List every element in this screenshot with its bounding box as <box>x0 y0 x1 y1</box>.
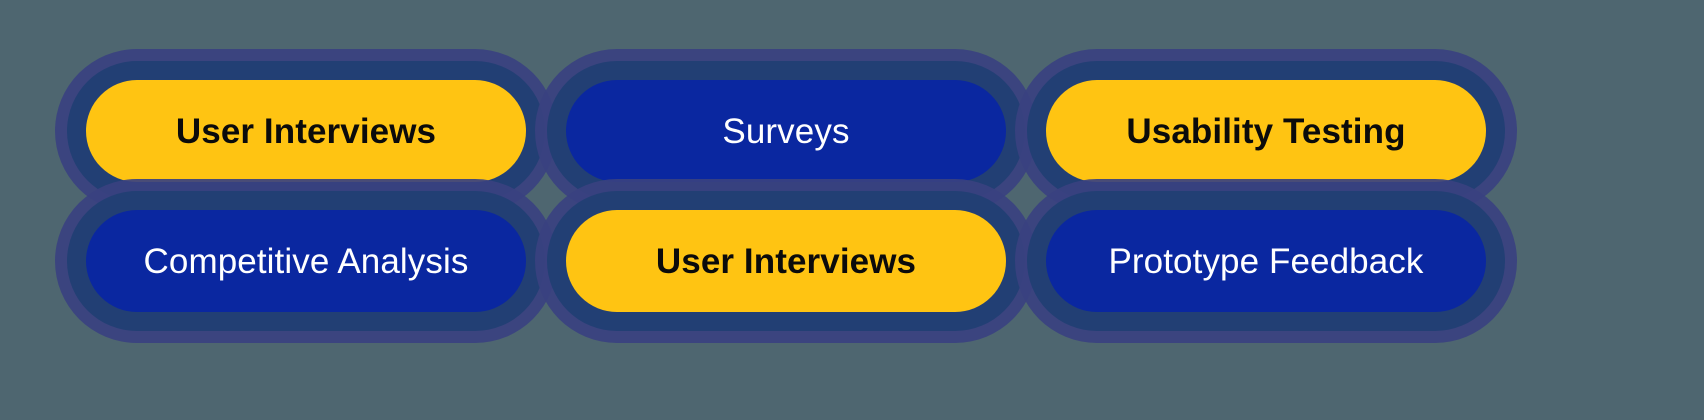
tag-label: User Interviews <box>175 111 437 151</box>
tag-pill-user-interviews[interactable]: User Interviews <box>86 80 526 182</box>
tag-cell: User Interviews <box>535 179 1037 343</box>
tag-pill-usability-testing[interactable]: Usability Testing <box>1046 80 1486 182</box>
tag-cell: User Interviews <box>55 49 557 213</box>
tag-pill-user-interviews-2[interactable]: User Interviews <box>566 210 1006 312</box>
tag-cell: Competitive Analysis <box>55 179 557 343</box>
tag-label: Surveys <box>722 111 850 151</box>
tag-label: Competitive Analysis <box>143 241 469 281</box>
tag-label: User Interviews <box>655 241 917 281</box>
tag-row: Competitive Analysis User Interviews Pro… <box>0 179 1704 343</box>
tag-cell: Usability Testing <box>1015 49 1517 213</box>
tag-pill-surveys[interactable]: Surveys <box>566 80 1006 182</box>
tag-row: User Interviews Surveys Usability Testin… <box>0 49 1704 213</box>
tag-label: Prototype Feedback <box>1108 241 1424 281</box>
tag-pill-prototype-feedback[interactable]: Prototype Feedback <box>1046 210 1486 312</box>
tag-cell: Surveys <box>535 49 1037 213</box>
tag-cell: Prototype Feedback <box>1015 179 1517 343</box>
tag-label: Usability Testing <box>1126 111 1406 151</box>
tag-pill-competitive-analysis[interactable]: Competitive Analysis <box>86 210 526 312</box>
